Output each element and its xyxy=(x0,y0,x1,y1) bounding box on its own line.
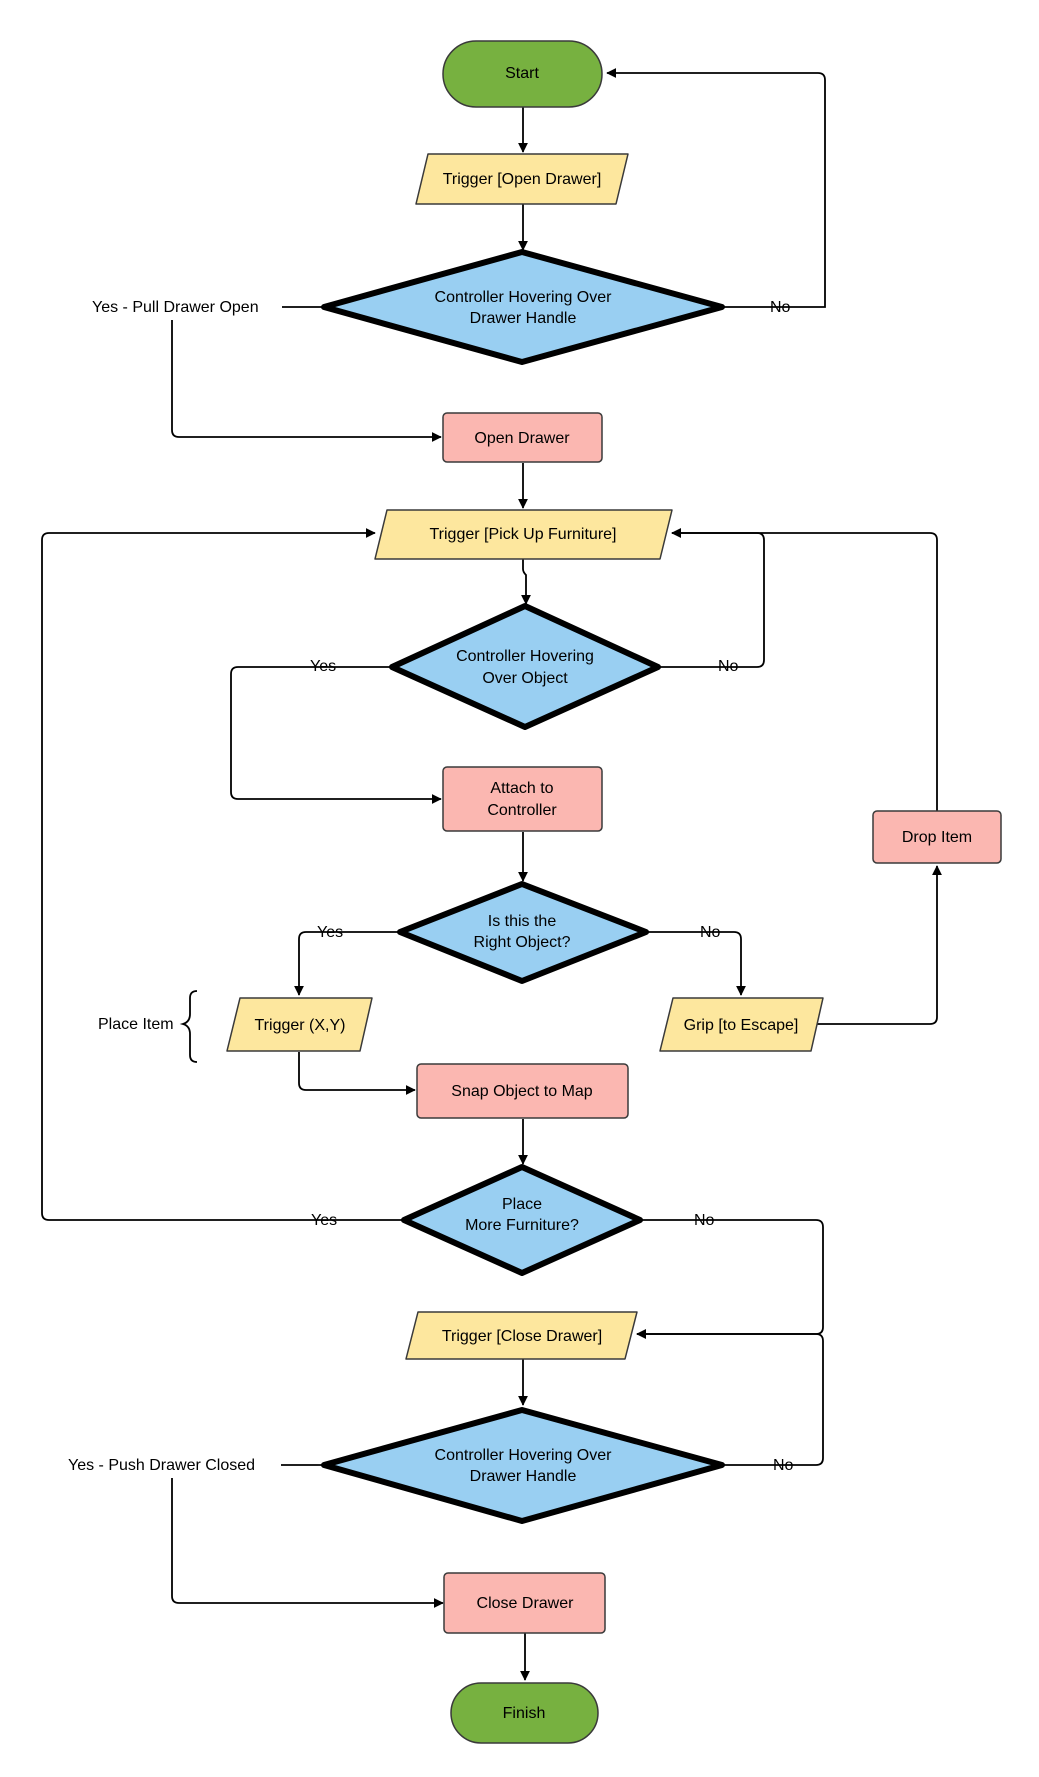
label-yes-push-drawer-closed: Yes - Push Drawer Closed xyxy=(68,1457,255,1474)
hover-object-line-2: Over Object xyxy=(482,670,568,687)
edge-trigger-xy-to-snap xyxy=(298,1052,416,1095)
attach-line-2: Controller xyxy=(487,802,557,819)
place-more-line-2: More Furniture? xyxy=(465,1217,579,1234)
label-no-1: No xyxy=(770,299,791,316)
close-drawer-label: Close Drawer xyxy=(477,1595,575,1612)
hover-drawer-handle-1-line-1: Controller Hovering Over xyxy=(435,289,613,306)
right-object-line-2: Right Object? xyxy=(474,934,571,951)
right-object-line-1: Is this the xyxy=(488,913,557,930)
edge-hover-handle-no-to-start xyxy=(606,68,826,308)
edge-hover-handle-2-yes-to-close-drawer xyxy=(171,1478,444,1608)
edge-place-more-yes-to-trigger-pickup xyxy=(41,528,404,1221)
close-drawer-process[interactable]: Close Drawer xyxy=(443,1572,606,1634)
nodes: Start Trigger [Open Drawer] Controller H… xyxy=(226,40,1002,1744)
trigger-open-drawer-io[interactable]: Trigger [Open Drawer] xyxy=(415,153,629,205)
open-drawer-process[interactable]: Open Drawer xyxy=(442,412,603,463)
label-no-object: No xyxy=(718,658,739,675)
hover-drawer-handle-decision-2[interactable]: Controller Hovering Over Drawer Handle xyxy=(321,1407,725,1524)
trigger-xy-label: Trigger (X,Y) xyxy=(255,1017,346,1034)
edge-right-object-yes-to-trigger-xy xyxy=(294,931,400,996)
label-no-more: No xyxy=(694,1212,715,1229)
edge-trigger-pickup-to-hover-object xyxy=(521,559,531,605)
place-more-decision[interactable]: Place More Furniture? xyxy=(401,1164,643,1276)
edge-grip-to-drop-item xyxy=(815,865,942,1025)
hover-object-line-1: Controller Hovering xyxy=(456,648,594,665)
connectors xyxy=(41,68,942,1681)
trigger-open-drawer-label: Trigger [Open Drawer] xyxy=(443,171,602,188)
grip-escape-label: Grip [to Escape] xyxy=(684,1017,799,1034)
label-place-item: Place Item xyxy=(98,1016,174,1033)
trigger-pick-up-io[interactable]: Trigger [Pick Up Furniture] xyxy=(374,509,673,560)
hover-drawer-handle-decision-1[interactable]: Controller Hovering Over Drawer Handle xyxy=(321,249,725,365)
right-object-decision[interactable]: Is this the Right Object? xyxy=(397,881,649,984)
edge-labels: Yes - Pull Drawer Open No Yes No Yes No … xyxy=(68,299,794,1474)
hover-drawer-handle-2-line-2: Drawer Handle xyxy=(470,1468,577,1485)
finish-terminal[interactable]: Finish xyxy=(450,1682,599,1744)
snap-object-process[interactable]: Snap Object to Map xyxy=(416,1063,629,1119)
edge-hover-handle-2-no-to-trigger-close xyxy=(636,1329,824,1466)
hover-object-decision[interactable]: Controller Hovering Over Object xyxy=(389,603,661,730)
snap-object-label: Snap Object to Map xyxy=(451,1083,593,1100)
trigger-close-drawer-io[interactable]: Trigger [Close Drawer] xyxy=(405,1311,638,1360)
attach-to-controller-process[interactable]: Attach to Controller xyxy=(442,766,603,832)
edge-hover-handle-yes-to-open-drawer xyxy=(171,320,442,442)
edge-right-object-no-to-grip xyxy=(646,931,746,996)
label-no-right: No xyxy=(700,924,721,941)
trigger-pick-up-label: Trigger [Pick Up Furniture] xyxy=(429,526,616,543)
finish-label: Finish xyxy=(503,1705,546,1722)
start-label: Start xyxy=(505,65,539,82)
place-more-line-1: Place xyxy=(502,1196,542,1213)
trigger-close-drawer-label: Trigger [Close Drawer] xyxy=(442,1328,602,1345)
hover-drawer-handle-2-line-1: Controller Hovering Over xyxy=(435,1447,613,1464)
edge-hover-object-no-to-trigger-pickup xyxy=(658,528,765,668)
label-yes-object: Yes xyxy=(310,658,336,675)
hover-drawer-handle-1-line-2: Drawer Handle xyxy=(470,310,577,327)
attach-line-1: Attach to xyxy=(490,780,553,797)
label-yes-pull-drawer-open: Yes - Pull Drawer Open xyxy=(92,299,259,316)
label-yes-right: Yes xyxy=(317,924,343,941)
label-no-2: No xyxy=(773,1457,794,1474)
place-item-brace xyxy=(179,990,198,1063)
drop-item-process[interactable]: Drop Item xyxy=(872,810,1002,864)
trigger-xy-io[interactable]: Trigger (X,Y) xyxy=(226,997,373,1052)
drop-item-label: Drop Item xyxy=(902,829,972,846)
edge-place-more-no-to-trigger-close xyxy=(636,1219,824,1339)
open-drawer-label: Open Drawer xyxy=(474,430,570,447)
edge-hover-object-yes-to-attach xyxy=(230,666,442,804)
start-terminal[interactable]: Start xyxy=(442,40,603,108)
label-yes-more: Yes xyxy=(311,1212,337,1229)
edge-drop-item-to-trigger-pickup xyxy=(671,528,938,811)
grip-escape-io[interactable]: Grip [to Escape] xyxy=(659,997,824,1052)
